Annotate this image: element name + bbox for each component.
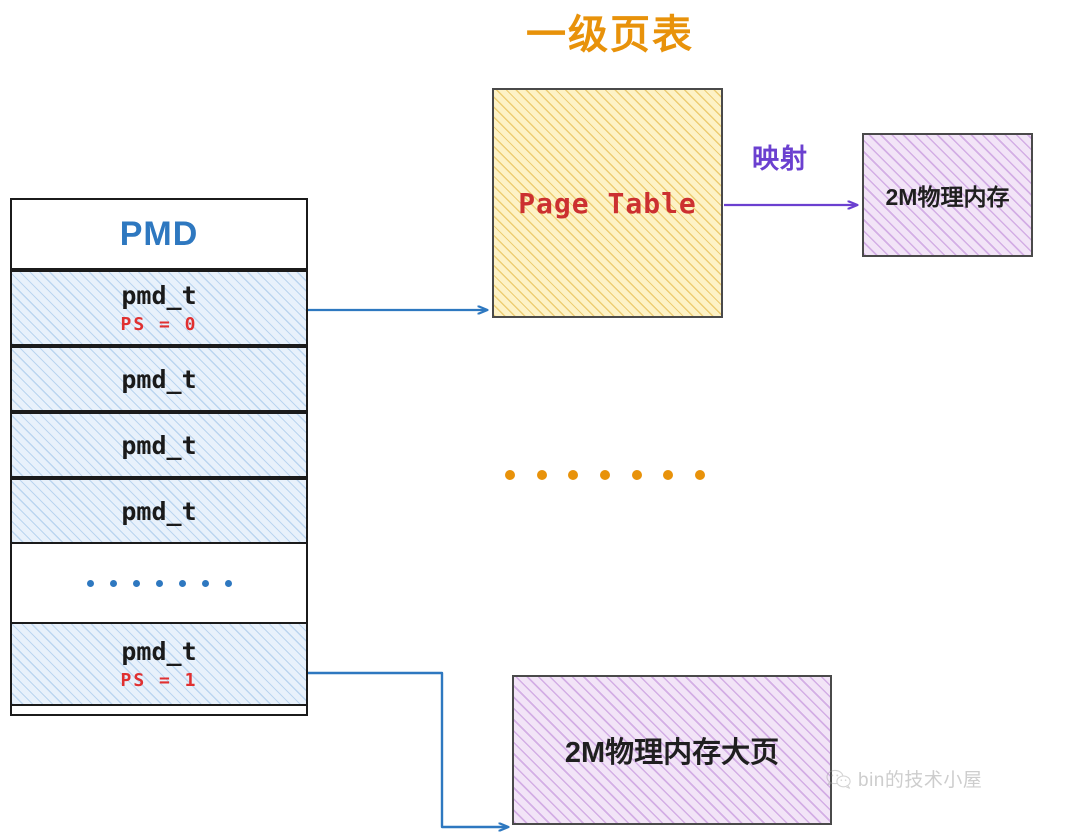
pmd-entry-label: pmd_t — [121, 430, 197, 460]
page-table-box[interactable]: Page Table — [492, 88, 723, 318]
dot — [178, 579, 186, 587]
dot — [201, 579, 209, 587]
dot — [86, 579, 94, 587]
pmd-entry-flag: PS = 1 — [120, 670, 198, 691]
dot — [109, 579, 117, 587]
dot — [568, 470, 579, 480]
huge-page-box[interactable]: 2M物理内存大页 — [512, 675, 832, 825]
pmd-row-5[interactable]: pmd_t PS = 1 — [12, 622, 306, 706]
pmd-entry-label: pmd_t — [121, 281, 197, 310]
page-table-box-label: Page Table — [518, 186, 697, 220]
mapping-arrow-label: 映射 — [752, 144, 808, 174]
dot — [694, 470, 705, 480]
pmd-table-header: PMD — [12, 200, 306, 270]
physical-memory-box-label: 2M物理内存 — [885, 184, 1010, 210]
dot — [599, 470, 610, 480]
wechat-icon — [826, 769, 851, 789]
dot — [155, 579, 163, 587]
pmd-row-0[interactable]: pmd_t PS = 0 — [12, 270, 306, 346]
pmd-entry-label: pmd_t — [121, 637, 197, 666]
dot — [132, 579, 140, 587]
pmd-row-3[interactable]: pmd_t — [12, 478, 306, 544]
watermark-text: bin的技术小屋 — [858, 770, 983, 791]
huge-page-box-label: 2M物理内存大页 — [564, 737, 780, 769]
pmd-entry-flag: PS = 0 — [120, 314, 198, 335]
pmd-row-1[interactable]: pmd_t — [12, 346, 306, 412]
pmd-table: PMD pmd_t PS = 0 pmd_t pmd_t pmd_t pmd_t… — [10, 198, 308, 716]
page-title: 一级页表 — [526, 13, 694, 57]
physical-memory-box[interactable]: 2M物理内存 — [862, 133, 1033, 257]
pmd-ellipsis-dots — [86, 579, 232, 587]
pmd-table-header-label: PMD — [119, 214, 199, 253]
pmd-row-2[interactable]: pmd_t — [12, 412, 306, 478]
dot — [536, 470, 547, 480]
pmd-row-ellipsis — [12, 544, 306, 622]
dot — [663, 470, 674, 480]
pmd-entry-label: pmd_t — [121, 364, 197, 394]
dot — [631, 470, 642, 480]
middle-ellipsis-dots — [505, 470, 705, 480]
pmd-entry-label: pmd_t — [121, 496, 197, 526]
watermark: bin的技术小屋 — [826, 765, 982, 792]
dot — [505, 470, 515, 480]
dot — [224, 579, 232, 587]
arrow-pmd-last-to-huge-page — [308, 671, 508, 827]
